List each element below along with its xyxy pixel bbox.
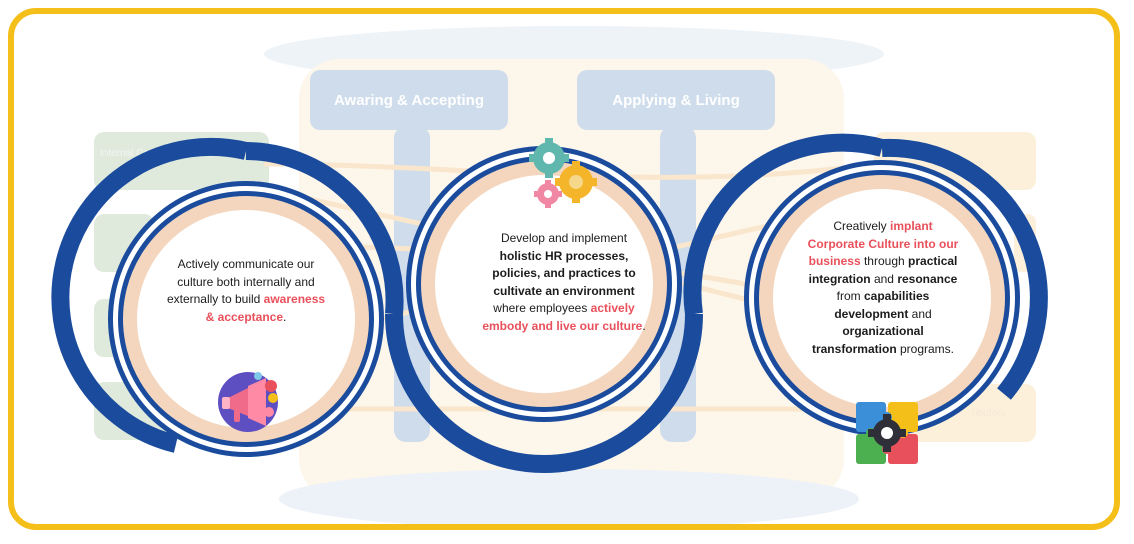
faded-label-internal: Internal Com [100, 148, 158, 159]
circle-3-highlight: implant Corporate Culture into our busin… [807, 219, 959, 268]
circle-3-bold-1: practical integration [808, 254, 958, 286]
circle-3-bold-3: capabilities development [834, 289, 930, 321]
circle-2-text-b: where employees [493, 301, 591, 315]
circle-1-highlight: awareness & acceptance [205, 292, 326, 324]
circle-2-text-c: . [642, 318, 646, 333]
circle-2-text-a: Develop and implement [500, 231, 628, 245]
circle-3-bold-2: resonance [897, 271, 958, 286]
circle-1-text-a: Actively communicate our culture both in… [166, 257, 315, 306]
circle-3-text-c: and [870, 271, 898, 286]
gears-icon [529, 138, 597, 208]
circle-3-text-a: Creatively [833, 219, 890, 233]
circle-2-highlight: actively embody and live our culture [482, 301, 643, 333]
circle-1 [108, 181, 384, 457]
circle-3 [744, 160, 1020, 436]
circle-3-text-d: from [836, 289, 864, 303]
ring-graphic [51, 133, 1048, 473]
circle-3-bold-4: organizational transformation [811, 324, 924, 356]
phase-applying-living: Applying & Living [577, 70, 775, 130]
faded-label-right-top: es [972, 158, 983, 169]
circle-3-text-f: programs. [896, 341, 955, 356]
circle-2-bold: holistic HR processes, policies, and pra… [492, 248, 636, 298]
circle-2 [406, 146, 682, 422]
megaphone-icon [218, 372, 278, 432]
swoosh-arcs [51, 133, 1048, 473]
circle-3-text-e: and [908, 306, 932, 321]
phase-awaring-accepting: Awaring & Accepting [310, 70, 508, 130]
faded-label-right-bottom: ributors [972, 408, 1006, 419]
circle-1-text: Actively communicate our culture both in… [166, 256, 326, 326]
circle-3-text: Creatively implant Corporate Culture int… [807, 218, 959, 358]
diagram-frame: Internal Com es ributors Awaring & Accep… [8, 8, 1120, 530]
puzzle-gear-icon [856, 402, 918, 464]
circle-1-text-b: . [283, 309, 287, 324]
circle-3-text-b: through [860, 254, 909, 268]
circle-2-text: Develop and implement holistic HR proces… [482, 230, 646, 335]
